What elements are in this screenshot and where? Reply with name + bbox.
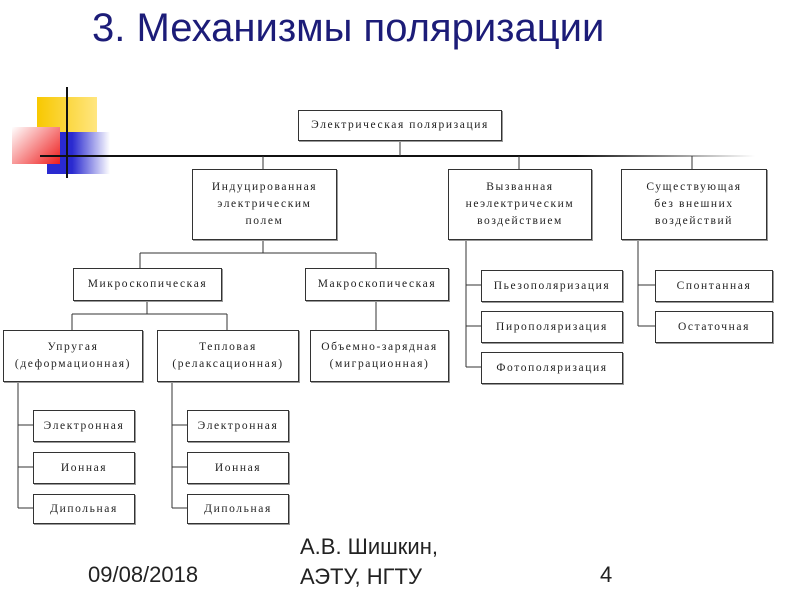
node-pyro: Пирополяризация: [481, 311, 623, 343]
node-existing: Существующая без внешних воздействий: [621, 169, 767, 240]
node-elastic: Упругая (деформационная): [3, 330, 143, 382]
node-caused: Вызванная неэлектрическим воздействием: [448, 169, 592, 240]
node-root: Электрическая поляризация: [298, 110, 502, 141]
node-spontaneous: Спонтанная: [655, 270, 773, 302]
slide-title: 3. Механизмы поляризации: [92, 6, 605, 50]
node-micro: Микроскопическая: [73, 268, 222, 301]
node-elastic-electronic: Электронная: [33, 410, 135, 442]
node-thermal: Тепловая (релаксационная): [157, 330, 299, 382]
node-elastic-ionic: Ионная: [33, 452, 135, 484]
node-piezo: Пьезополяризация: [481, 270, 623, 302]
footer-page-number: 4: [600, 562, 613, 587]
node-thermal-ionic: Ионная: [187, 452, 289, 484]
node-macro: Макроскопическая: [305, 268, 449, 301]
node-elastic-dipole: Дипольная: [33, 494, 135, 524]
node-thermal-dipole: Дипольная: [187, 494, 289, 524]
node-photo: Фотополяризация: [481, 352, 623, 384]
node-induced: Индуцированная электрическим полем: [192, 169, 337, 240]
node-residual: Остаточная: [655, 311, 773, 343]
node-volume: Объемно-зарядная (миграционная): [310, 330, 449, 382]
footer-author: А.В. Шишкин, АЭТУ, НГТУ: [300, 534, 438, 589]
footer-date: 09/08/2018: [88, 562, 199, 587]
decor-red-square: [12, 127, 60, 164]
node-thermal-electronic: Электронная: [187, 410, 289, 442]
